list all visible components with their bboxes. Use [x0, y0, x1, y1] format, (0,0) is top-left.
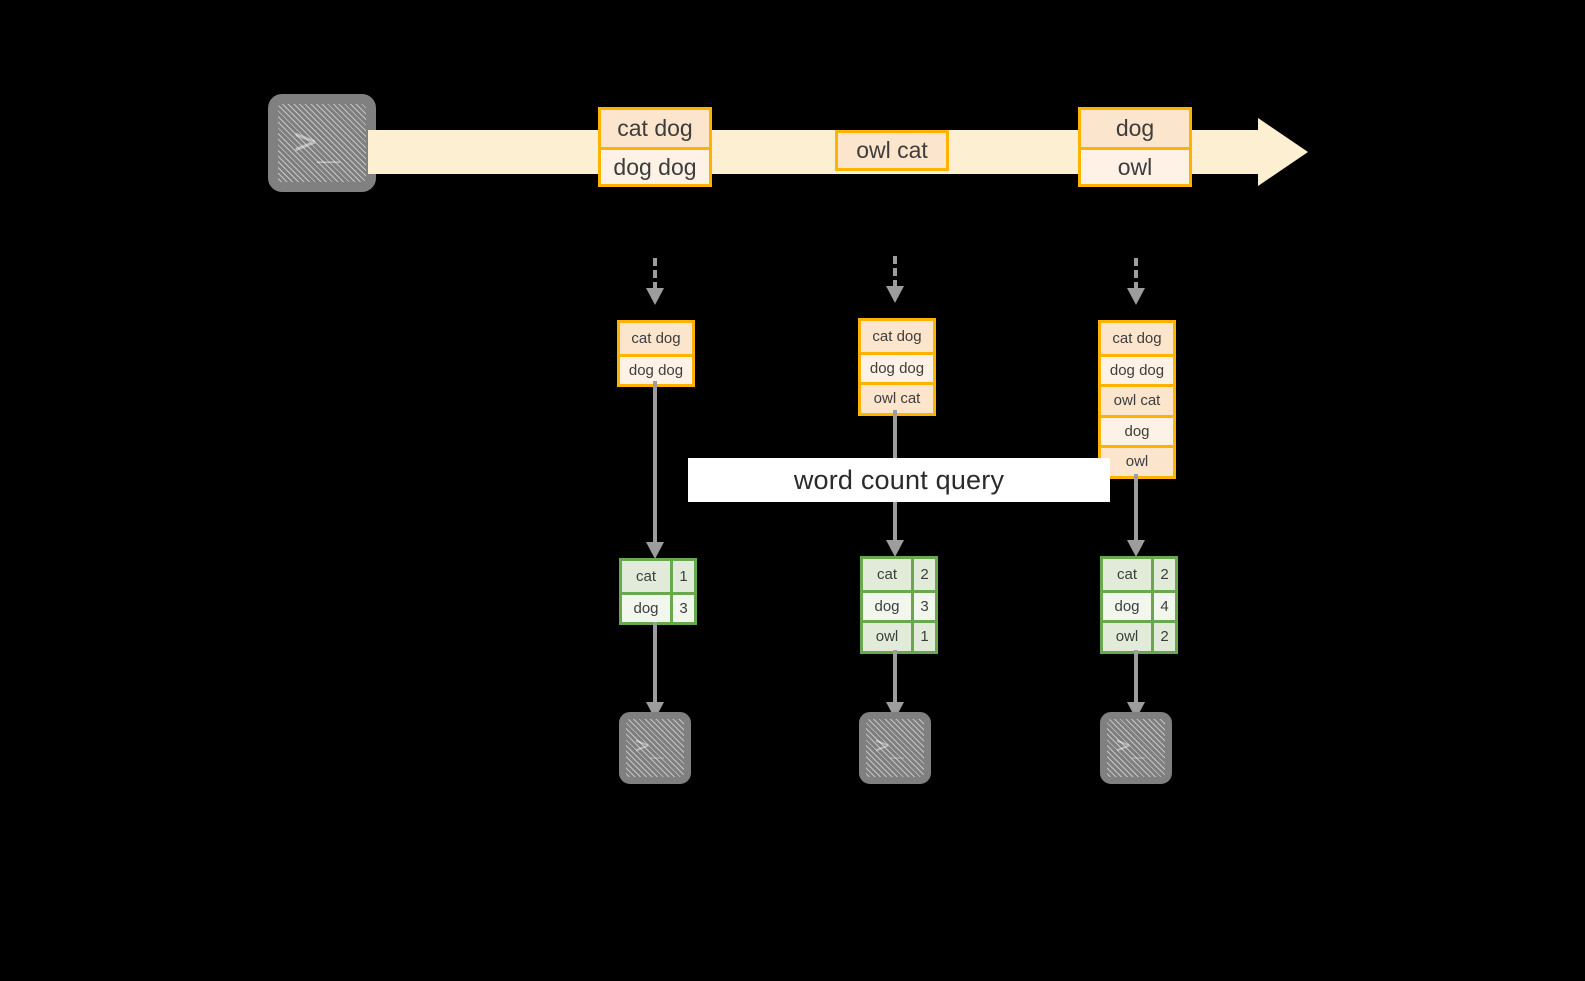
timeline-event-1: cat dog dog dog — [598, 107, 712, 187]
snapshot-2-input-arrow-line — [893, 256, 897, 288]
timeline-arrow-head-icon — [1258, 118, 1308, 186]
snapshot-3-sink-terminal-icon: >_ — [1100, 712, 1172, 784]
result-count: 2 — [1151, 559, 1175, 590]
snapshot-3-result-table: cat 2 dog 4 owl 2 — [1100, 556, 1178, 654]
table-row: dog 3 — [863, 589, 935, 620]
snapshot-3-record-3: owl cat — [1101, 384, 1173, 415]
terminal-prompt-glyph: >_ — [875, 731, 904, 759]
snapshot-1-record-stack: cat dog dog dog — [617, 320, 695, 387]
snapshot-1-input-arrow-head-icon — [646, 288, 664, 305]
snapshot-1-result-table: cat 1 dog 3 — [619, 558, 697, 625]
timeline-event-3-line-1: dog — [1081, 110, 1189, 147]
snapshot-2-record-3: owl cat — [861, 382, 933, 413]
snapshot-2-record-stack: cat dog dog dog owl cat — [858, 318, 936, 416]
source-terminal-icon: >_ — [268, 94, 376, 192]
snapshot-3-input-arrow-line — [1134, 258, 1138, 290]
snapshot-1-query-arrow-head-icon — [646, 542, 664, 559]
snapshot-1-sink-arrow-line — [653, 622, 657, 705]
snapshot-3-record-4: dog — [1101, 414, 1173, 445]
snapshot-3-record-2: dog dog — [1101, 353, 1173, 384]
snapshot-1-sink-terminal-icon: >_ — [619, 712, 691, 784]
table-row: owl 1 — [863, 620, 935, 651]
table-row: cat 2 — [1103, 559, 1175, 590]
snapshot-2-result-table: cat 2 dog 3 owl 1 — [860, 556, 938, 654]
snapshot-2-record-2: dog dog — [861, 351, 933, 382]
result-word: cat — [1103, 559, 1151, 590]
snapshot-2-query-arrow-head-icon — [886, 540, 904, 557]
timeline-event-3: dog owl — [1078, 107, 1192, 187]
result-word: cat — [863, 559, 911, 590]
result-word: dog — [622, 594, 670, 622]
timeline-event-2-line-1: owl cat — [838, 133, 946, 168]
snapshot-2-record-1: cat dog — [861, 321, 933, 352]
terminal-prompt-glyph: >_ — [1116, 731, 1145, 759]
result-count: 3 — [911, 592, 935, 620]
snapshot-3-record-1: cat dog — [1101, 323, 1173, 354]
table-row: dog 4 — [1103, 589, 1175, 620]
snapshot-3-query-arrow-head-icon — [1127, 540, 1145, 557]
terminal-prompt-glyph: >_ — [635, 731, 664, 759]
snapshot-2-sink-terminal-icon: >_ — [859, 712, 931, 784]
result-count: 3 — [670, 594, 694, 622]
table-row: cat 2 — [863, 559, 935, 590]
result-count: 1 — [670, 561, 694, 592]
snapshot-1-record-1: cat dog — [620, 323, 692, 354]
result-word: dog — [1103, 592, 1151, 620]
timeline-event-1-line-2: dog dog — [601, 147, 709, 184]
snapshot-3-sink-arrow-line — [1134, 650, 1138, 705]
result-count: 1 — [911, 623, 935, 651]
query-label: word count query — [688, 458, 1110, 502]
terminal-prompt-glyph: >_ — [294, 119, 340, 163]
timeline-event-3-line-2: owl — [1081, 147, 1189, 184]
snapshot-2-input-arrow-head-icon — [886, 286, 904, 303]
timeline-event-2: owl cat — [835, 130, 949, 171]
snapshot-1-record-2: dog dog — [620, 353, 692, 384]
result-word: owl — [1103, 623, 1151, 651]
result-word: dog — [863, 592, 911, 620]
snapshot-3-record-stack: cat dog dog dog owl cat dog owl — [1098, 320, 1176, 479]
result-count: 4 — [1151, 592, 1175, 620]
result-count: 2 — [1151, 623, 1175, 651]
snapshot-3-record-5: owl — [1101, 445, 1173, 476]
snapshot-3-input-arrow-head-icon — [1127, 288, 1145, 305]
timeline-event-1-line-1: cat dog — [601, 110, 709, 147]
snapshot-1-input-arrow-line — [653, 258, 657, 290]
result-word: cat — [622, 561, 670, 592]
snapshot-3-query-arrow-line — [1134, 474, 1138, 542]
table-row: dog 3 — [622, 591, 694, 622]
result-word: owl — [863, 623, 911, 651]
result-count: 2 — [911, 559, 935, 590]
snapshot-1-query-arrow-line — [653, 381, 657, 544]
table-row: cat 1 — [622, 561, 694, 592]
table-row: owl 2 — [1103, 620, 1175, 651]
snapshot-2-sink-arrow-line — [893, 650, 897, 705]
